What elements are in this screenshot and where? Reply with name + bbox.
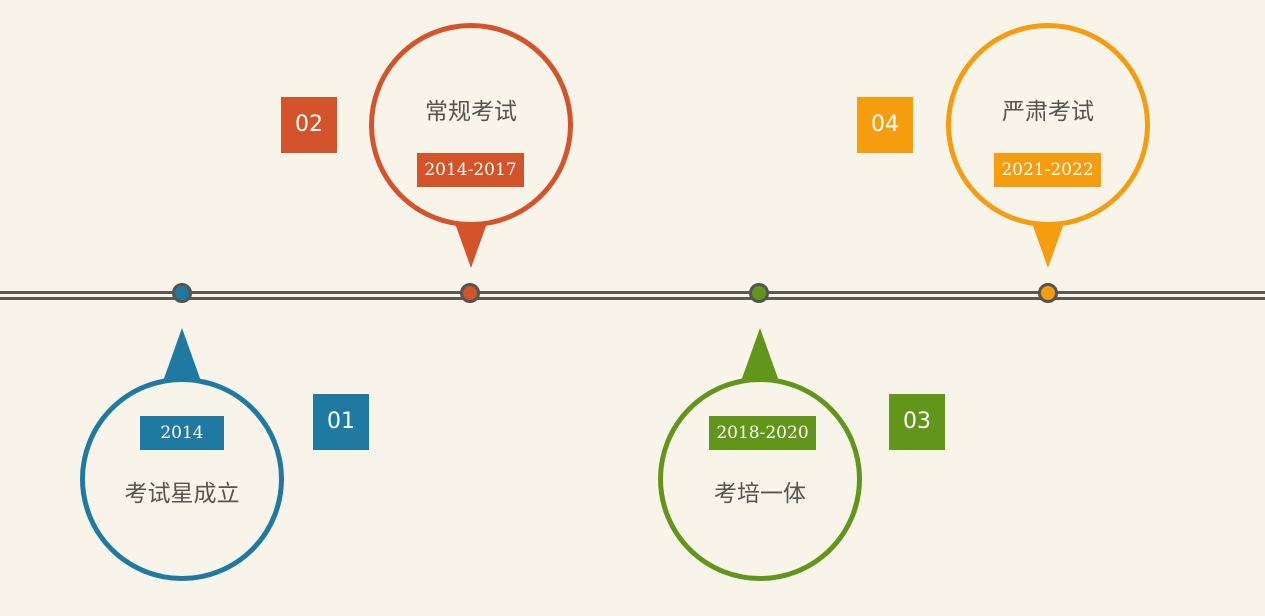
milestone-1-dot [172, 283, 192, 303]
milestone-1-title: 考试星成立 [124, 481, 240, 507]
milestone-2-title: 常规考试 [425, 99, 517, 125]
milestone-3-dot [749, 283, 769, 303]
milestone-1-pointer [162, 328, 202, 384]
milestone-2-number: 02 [281, 97, 337, 153]
milestone-1-bubble [80, 377, 284, 581]
milestone-2-dot [460, 283, 480, 303]
timeline-line-bottom [0, 297, 1265, 300]
milestone-3-bubble [658, 377, 862, 581]
milestone-4-title: 严肃考试 [1002, 99, 1094, 125]
milestone-4-bubble [946, 23, 1150, 227]
milestone-4-years: 2021-2022 [994, 153, 1101, 187]
timeline-line-top [0, 291, 1265, 294]
milestone-3-title: 考培一体 [714, 481, 806, 507]
milestone-4-dot [1038, 283, 1058, 303]
milestone-3-years: 2018-2020 [709, 416, 816, 450]
milestone-3-pointer [740, 328, 780, 384]
milestone-2-years: 2014-2017 [417, 153, 524, 187]
milestone-1-years: 2014 [140, 416, 224, 450]
milestone-3-number: 03 [889, 394, 945, 450]
milestone-4-number: 04 [857, 97, 913, 153]
milestone-1-number: 01 [313, 394, 369, 450]
milestone-2-bubble [369, 23, 573, 227]
